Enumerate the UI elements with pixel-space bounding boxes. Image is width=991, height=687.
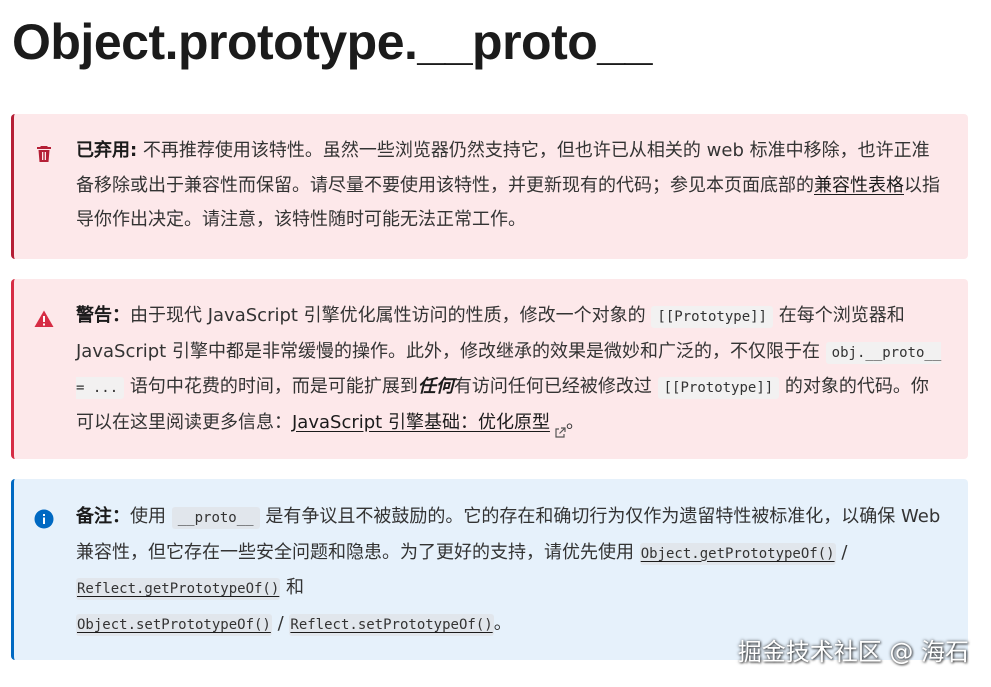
warning-text-5: 的对象的代码。你可以在这里阅读更多信息： bbox=[76, 376, 929, 433]
reflect-getprototypeof-link[interactable]: Reflect.getPrototypeOf() bbox=[76, 577, 281, 600]
js-engine-article-link[interactable]: JavaScript 引擎基础：优化原型 bbox=[292, 411, 566, 438]
note-label: 备注： bbox=[76, 506, 130, 527]
separator: / bbox=[835, 541, 848, 563]
note-notice: 备注：使用 __proto__ 是有争议且不被鼓励的。它的存在和确切行为仅作为遗… bbox=[11, 479, 968, 660]
reflect-setprototypeof-code: Reflect.setPrototypeOf() bbox=[289, 613, 494, 636]
warning-text-end: 。 bbox=[565, 411, 584, 433]
reflect-setprototypeof-link[interactable]: Reflect.setPrototypeOf() bbox=[289, 613, 494, 636]
object-getprototypeof-code: Object.getPrototypeOf() bbox=[639, 542, 836, 565]
page-title: Object.prototype.__proto__ bbox=[12, 14, 652, 70]
note-text-2: 是有争议且不被鼓励的。它的存在和确切行为仅作为遗留特性被标准化，以确保 Web … bbox=[76, 506, 941, 563]
deprecated-text: 不再推荐使用该特性。虽然一些浏览器仍然支持它，但也许已从相关的 web 标准中移… bbox=[76, 140, 930, 196]
warning-text-3: 语句中花费的时间，而是可能扩展到 bbox=[124, 376, 418, 397]
reflect-getprototypeof-code: Reflect.getPrototypeOf() bbox=[76, 578, 281, 600]
object-setprototypeof-code: Object.setPrototypeOf() bbox=[76, 613, 272, 636]
warning-label: 警告： bbox=[76, 305, 130, 326]
warning-notice: 警告：由于现代 JavaScript 引擎优化属性访问的性质，修改一个对象的 [… bbox=[11, 279, 968, 459]
external-link-icon bbox=[554, 417, 566, 438]
deprecated-text-end: 以指导你作出决定。请注意，该特性随时可能无法正常工作。 bbox=[76, 174, 940, 231]
compat-table-link[interactable]: 兼容性表格 bbox=[814, 174, 904, 196]
warning-text: 由于现代 JavaScript 引擎优化属性访问的性质，修改一个对象的 bbox=[130, 305, 652, 326]
trash-icon bbox=[34, 142, 54, 162]
proto-code: __proto__ bbox=[171, 507, 260, 529]
note-text: 使用 bbox=[130, 506, 172, 527]
deprecated-notice: 已弃用: 不再推荐使用该特性。虽然一些浏览器仍然支持它，但也许已从相关的 web… bbox=[11, 114, 968, 259]
note-text-end: 。 bbox=[493, 612, 512, 634]
object-getprototypeof-link[interactable]: Object.getPrototypeOf() bbox=[639, 542, 836, 565]
deprecated-label: 已弃用: bbox=[76, 140, 138, 161]
warning-text-4: 有访问任何已经被修改过 bbox=[453, 376, 658, 397]
object-setprototypeof-link[interactable]: Object.setPrototypeOf() bbox=[76, 613, 272, 636]
warning-triangle-icon bbox=[34, 307, 54, 327]
info-circle-icon bbox=[34, 507, 54, 529]
watermark: 掘金技术社区 @ 海石 bbox=[737, 638, 969, 666]
js-engine-article-link-text: JavaScript 引擎基础：优化原型 bbox=[292, 411, 550, 433]
emphasis-any: 任何 bbox=[417, 376, 454, 397]
prototype-code-2: [[Prototype]] bbox=[657, 377, 780, 399]
warning-text-2: 在每个浏览器和 JavaScript 引擎中都是非常缓慢的操作。此外，修改继承的… bbox=[76, 305, 905, 362]
prototype-code: [[Prototype]] bbox=[651, 306, 773, 328]
note-text-3: 和 bbox=[280, 577, 305, 598]
separator-2: / bbox=[271, 612, 290, 634]
